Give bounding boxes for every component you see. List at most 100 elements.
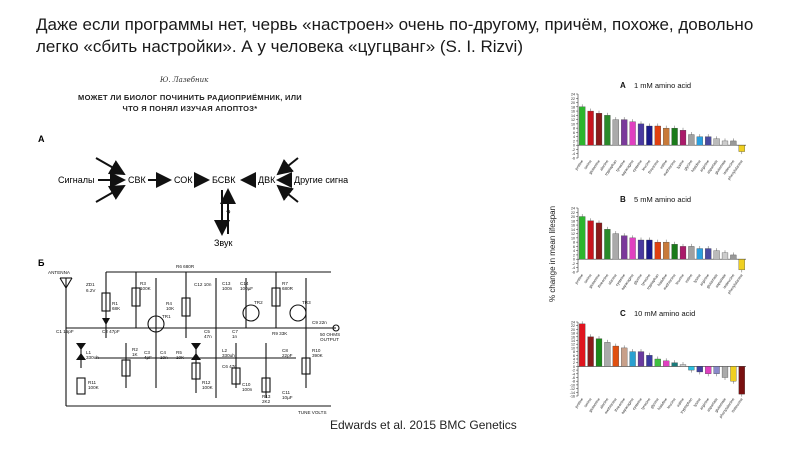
bar: [688, 246, 695, 260]
category-label: histidine: [657, 397, 668, 411]
y-tick-label: 4: [573, 249, 575, 253]
bar: [688, 134, 695, 146]
svg-text:1n: 1n: [232, 334, 238, 339]
category-label: leucine: [666, 397, 676, 409]
svg-text:C10: C10: [242, 382, 251, 387]
bar: [721, 366, 729, 378]
bar: [612, 233, 619, 260]
y-tick-label: 20: [571, 101, 575, 105]
category-label: lysine: [693, 397, 702, 407]
y-tick-label: 2: [573, 253, 575, 257]
bar: [696, 136, 703, 146]
y-tick-label: 4: [573, 358, 575, 362]
bar: [705, 136, 712, 146]
svg-text:ANTENNA: ANTENNA: [48, 270, 71, 275]
panel-a-label: А: [38, 134, 45, 144]
bar: [637, 123, 645, 146]
y-tick-label: -10: [570, 383, 575, 387]
svg-text:1K: 1K: [132, 352, 139, 357]
category-label: cysteine: [615, 273, 626, 287]
y-tick-label: -2: [572, 369, 575, 373]
svg-text:R5: R5: [176, 350, 182, 355]
bar: [713, 250, 720, 260]
y-tick-label: 8: [573, 241, 575, 245]
svg-text:390K: 390K: [312, 353, 324, 358]
bar: [621, 347, 628, 367]
y-tick-label: 22: [571, 211, 575, 215]
svg-text:TR2: TR2: [254, 300, 263, 305]
bar: [629, 351, 636, 367]
y-tick-label: 0: [573, 365, 575, 369]
category-label: alanine: [599, 159, 609, 171]
svg-text:100K: 100K: [140, 286, 152, 291]
category-label: arginine: [699, 273, 710, 286]
y-tick-label: 16: [571, 224, 575, 228]
bar: [679, 246, 687, 260]
panel-letter: A: [620, 81, 626, 90]
svg-text:R6 680R: R6 680R: [176, 264, 195, 269]
chart-title: 5 mM amino acid: [634, 195, 691, 204]
bar: [654, 241, 661, 260]
bar: [663, 241, 670, 260]
category-label: proline: [574, 397, 584, 409]
y-tick-label: -14: [570, 391, 575, 395]
svg-text:C11: C11: [282, 390, 291, 395]
y-tick-label: 12: [571, 118, 575, 122]
svg-text:100µF: 100µF: [240, 286, 253, 291]
category-label: alanine: [608, 273, 618, 285]
circuit-diodes: [76, 318, 201, 360]
bar: [671, 244, 678, 260]
bar: [663, 127, 670, 146]
author-signature: Ю. Лазебник: [160, 76, 209, 84]
panel-b-label: Б: [38, 258, 45, 268]
category-label: tyrosine: [615, 159, 626, 172]
bar: [721, 140, 729, 146]
y-tick-label: 20: [571, 328, 575, 332]
y-tick-label: 10: [571, 122, 575, 126]
svg-text:C9 22n: C9 22n: [312, 320, 327, 325]
bar: [713, 138, 720, 146]
essay-title-line1: МОЖЕТ ЛИ БИОЛОГ ПОЧИНИТЬ РАДИОПРИЁМНИК, …: [78, 93, 302, 102]
bar: [696, 248, 703, 260]
bar: [730, 140, 737, 146]
svg-text:100K: 100K: [202, 385, 214, 390]
bar: [612, 345, 619, 367]
category-label: proline: [574, 273, 584, 285]
category-label: leucine: [641, 159, 651, 171]
svg-text:2K2: 2K2: [262, 399, 271, 404]
bar: [604, 342, 611, 367]
svg-text:L1: L1: [86, 350, 92, 355]
bar: [671, 127, 678, 146]
svg-text:330uh: 330uh: [86, 355, 99, 360]
bar: [738, 259, 745, 271]
category-label: glycine: [650, 397, 660, 409]
svg-text:C1 15pF: C1 15pF: [56, 329, 74, 334]
svg-text:R2: R2: [132, 347, 138, 352]
node-bsvk: БСВК: [212, 175, 236, 185]
citation: Edwards et al. 2015 BMC Genetics: [330, 418, 517, 432]
svg-text:R1: R1: [112, 301, 118, 306]
category-label: cysteine: [632, 397, 643, 411]
bar: [595, 113, 603, 146]
category-label: serine: [583, 273, 592, 284]
bar: [595, 222, 603, 260]
y-tick-label: -2: [572, 262, 575, 266]
y-tick-label: 22: [571, 324, 575, 328]
bar: [579, 216, 586, 260]
svg-text:R13: R13: [262, 394, 271, 399]
radio-figure: А Сигналы СВК СОК БСВК ДВК Другие сигнал…: [36, 128, 348, 418]
svg-text:TR1: TR1: [162, 314, 171, 319]
y-tick-label: 10: [571, 346, 575, 350]
bar: [671, 362, 678, 367]
svg-text:47n: 47n: [204, 334, 212, 339]
y-tick-label: -2: [572, 148, 575, 152]
y-tick-label: 0: [573, 144, 575, 148]
bar: [629, 237, 636, 260]
bar: [688, 366, 695, 371]
svg-text:10K: 10K: [166, 306, 175, 311]
bar: [705, 366, 712, 374]
bar: [587, 220, 594, 260]
svg-text:R12: R12: [202, 380, 211, 385]
category-label: histidine: [657, 273, 668, 287]
